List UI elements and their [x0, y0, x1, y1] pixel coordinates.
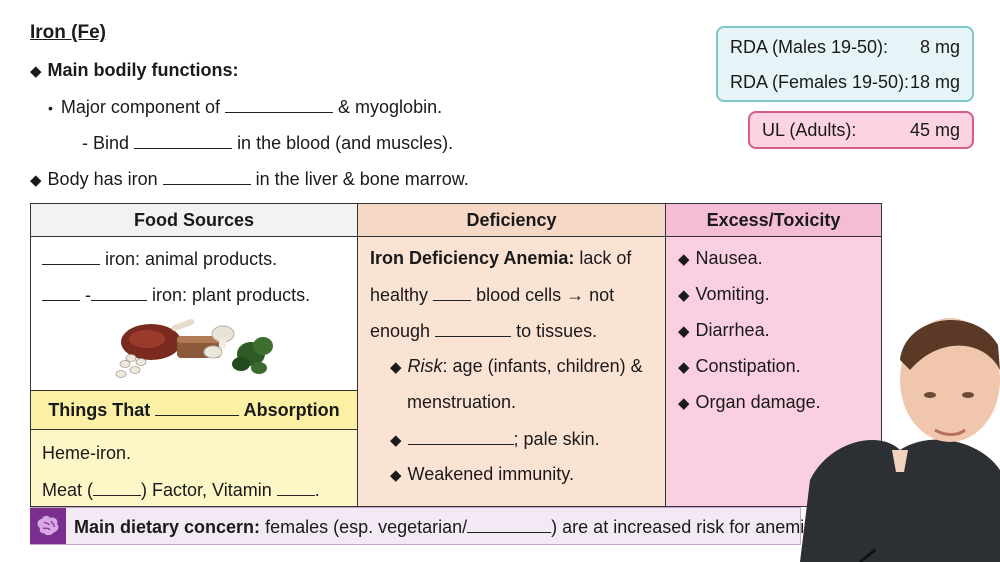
diamond-icon: ◆: [30, 63, 42, 80]
blank-line: [225, 96, 334, 113]
excess-item: ◆Nausea.: [678, 248, 763, 268]
ul-box: UL (Adults):45 mg: [748, 111, 974, 149]
diamond-icon: ◆: [390, 432, 402, 449]
rda-box: RDA (Males 19-50):8 mg RDA (Females 19-5…: [716, 26, 974, 102]
blank-line: [162, 168, 251, 185]
dietary-concern-banner: Main dietary concern: females (esp. vege…: [30, 507, 819, 545]
bullet-dot-icon: •: [48, 100, 53, 116]
deficiency-line-1: Iron Deficiency Anemia: lack of: [370, 248, 632, 268]
diamond-icon: ◆: [678, 395, 690, 412]
presenter-video: [800, 318, 1000, 562]
diamond-icon: ◆: [390, 467, 402, 484]
diamond-icon: ◆: [678, 251, 690, 268]
deficiency-line-2: healthy blood cells → not: [370, 285, 615, 305]
header-food-sources: Food Sources: [31, 204, 357, 237]
absorption-section: Things That Absorption Heme-iron. Meat (…: [31, 390, 357, 506]
diamond-icon: ◆: [678, 323, 690, 340]
function-item-3: ◆Body has iron in the liver & bone marro…: [30, 168, 469, 189]
excess-item: ◆Organ damage.: [678, 392, 821, 412]
absorption-header: Things That Absorption: [31, 391, 357, 430]
blank-line: [134, 132, 233, 149]
excess-item: ◆Vomiting.: [678, 284, 770, 304]
food-sources-column: Food Sources iron: animal products. - ir…: [31, 204, 358, 506]
functions-heading: ◆Main bodily functions:: [30, 60, 239, 80]
diamond-icon: ◆: [390, 359, 402, 376]
food-illustration: [115, 318, 273, 378]
deficiency-immunity: ◆Weakened immunity.: [390, 464, 574, 484]
dietary-concern-text: Main dietary concern: females (esp. vege…: [74, 517, 820, 537]
diamond-icon: ◆: [30, 172, 42, 189]
diamond-icon: ◆: [678, 287, 690, 304]
function-item-2: - Bind in the blood (and muscles).: [82, 132, 454, 153]
page-title: Iron (Fe): [30, 22, 106, 43]
brain-icon: [30, 508, 66, 544]
excess-column: Excess/Toxicity ◆Nausea. ◆Vomiting. ◆Dia…: [666, 204, 881, 506]
food-line-2: - iron: plant products.: [42, 284, 310, 306]
absorption-line-2: Meat () Factor, Vitamin .: [42, 480, 320, 500]
deficiency-risk: ◆Risk: age (infants, children) &: [390, 356, 643, 376]
diamond-icon: ◆: [678, 359, 690, 376]
function-item-1: •Major component of & myoglobin.: [48, 96, 443, 117]
nutrient-table: Food Sources iron: animal products. - ir…: [30, 203, 882, 507]
absorption-line-1: Heme-iron.: [42, 443, 132, 463]
deficiency-line-3: enough to tissues.: [370, 321, 598, 341]
deficiency-risk-line-2: menstruation.: [407, 392, 517, 412]
deficiency-column: Deficiency Iron Deficiency Anemia: lack …: [358, 204, 666, 506]
food-line-1: iron: animal products.: [42, 248, 277, 270]
header-excess: Excess/Toxicity: [666, 204, 881, 237]
deficiency-pale: ◆; pale skin.: [390, 429, 600, 449]
excess-item: ◆Constipation.: [678, 356, 801, 376]
header-deficiency: Deficiency: [358, 204, 665, 237]
excess-item: ◆Diarrhea.: [678, 320, 770, 340]
